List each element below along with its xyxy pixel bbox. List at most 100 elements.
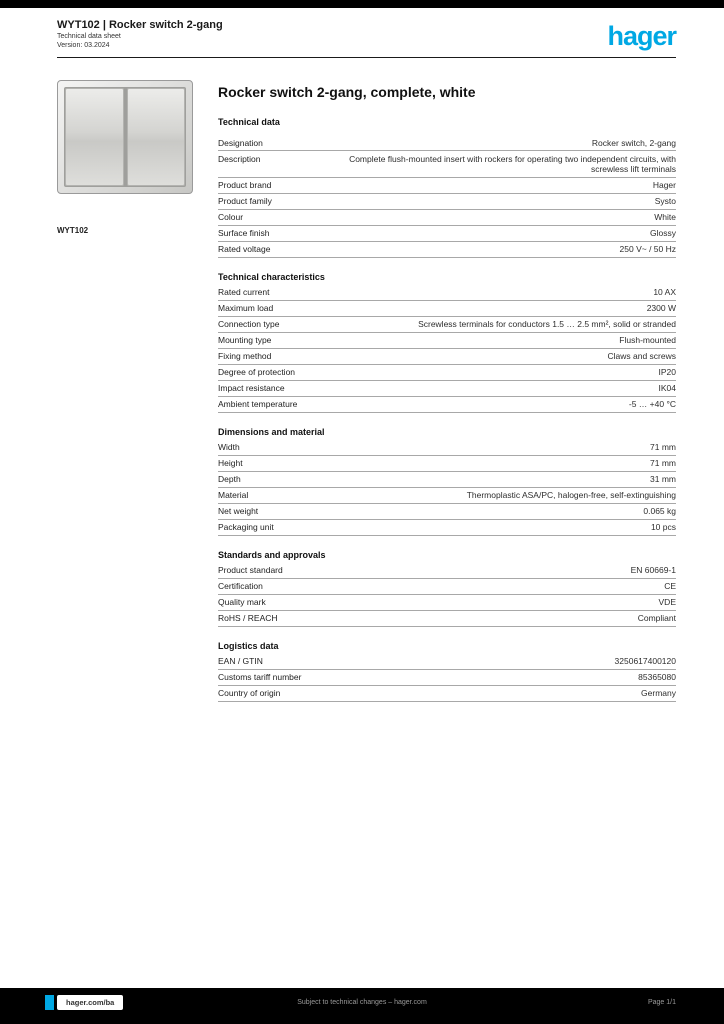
spec-row-value: 2300 W — [646, 303, 676, 313]
header-product-code: WYT102 | Rocker switch 2-gang — [57, 19, 223, 31]
spec-row: Customs tariff number 85365080 — [218, 670, 676, 686]
spec-row-value: 10 pcs — [650, 522, 676, 532]
spec-row: Width 71 mm — [218, 440, 676, 456]
spec-row-label: Impact resistance — [218, 383, 285, 393]
spec-row-value: 3250617400120 — [614, 656, 676, 666]
spec-row-value: 85365080 — [638, 672, 676, 682]
spec-row-label: Description — [218, 153, 261, 164]
product-reference: WYT102 — [57, 226, 89, 235]
spec-row-value: CE — [664, 581, 676, 591]
header-doc-type: Technical data sheet — [57, 33, 121, 40]
spec-row: Net weight 0.065 kg — [218, 504, 676, 520]
spec-row-label: Ambient temperature — [218, 399, 298, 409]
spec-row: Fixing method Claws and screws — [218, 349, 676, 365]
header-divider — [57, 57, 676, 58]
header: WYT102 | Rocker switch 2-gang Technical … — [57, 19, 676, 50]
spec-row-label: Surface finish — [218, 228, 270, 238]
spec-row-value: Hager — [652, 180, 676, 190]
switch-rockers — [64, 87, 186, 187]
spec-row-label: Country of origin — [218, 688, 281, 698]
footer-website-link[interactable]: hager.com/ba — [57, 995, 124, 1010]
datasheet-page: WYT102 | Rocker switch 2-gang Technical … — [0, 8, 724, 988]
spec-row-label: Material — [218, 490, 249, 500]
spec-row: Rated current 10 AX — [218, 285, 676, 301]
spec-row-value: VDE — [658, 597, 676, 607]
content: WYT102 Rocker switch 2-gang, complete, w… — [57, 80, 676, 978]
footer-legal-text: Subject to technical changes – hager.com — [297, 999, 427, 1006]
spec-row-label: Packaging unit — [218, 522, 274, 532]
spec-row-label: Quality mark — [218, 597, 266, 607]
spec-section-heading: Logistics data — [218, 640, 279, 651]
spec-row: Product family Systo — [218, 194, 676, 210]
product-image — [57, 80, 193, 194]
spec-row: Country of origin Germany — [218, 686, 676, 702]
footer-bar: hager.com/ba Subject to technical change… — [0, 988, 724, 1024]
spec-section-heading: Dimensions and material — [218, 426, 325, 437]
spec-row: Quality mark VDE — [218, 595, 676, 611]
spec-row-label: Height — [218, 458, 243, 468]
spec-section-heading: Standards and approvals — [218, 549, 326, 560]
spec-row-label: Fixing method — [218, 351, 272, 361]
spec-row-label: EAN / GTIN — [218, 656, 263, 666]
spec-row-value: Claws and screws — [607, 351, 677, 361]
spec-row-label: Certification — [218, 581, 263, 591]
spec-row-value: 31 mm — [650, 474, 676, 484]
spec-row-label: Colour — [218, 212, 244, 222]
spec-row-value: Flush-mounted — [619, 335, 676, 345]
spec-row-value: Systo — [654, 196, 676, 206]
spec-row: Packaging unit 10 pcs — [218, 520, 676, 536]
spec-row-label: Designation — [218, 137, 263, 148]
spec-row-value: IP20 — [658, 367, 677, 377]
spec-section-heading: Technical characteristics — [218, 271, 325, 282]
technical-data-label: Technical data — [218, 117, 280, 127]
spec-row-value: Compliant — [637, 613, 676, 623]
spec-row-value: 0.065 kg — [643, 506, 676, 516]
spec-row: Description Complete flush-mounted insert… — [218, 151, 676, 178]
hager-logo: hager — [607, 21, 677, 51]
spec-row-value: Screwless terminals for conductors 1.5 …… — [418, 319, 676, 329]
rocker-left — [65, 88, 124, 186]
spec-row-label: Customs tariff number — [218, 672, 302, 682]
spec-row-label: Rated current — [218, 287, 270, 297]
spec-row-label: Rated voltage — [218, 244, 271, 254]
spec-row-value: -5 … +40 °C — [628, 399, 676, 409]
spec-row: Product brand Hager — [218, 178, 676, 194]
spec-row-value: Germany — [641, 688, 676, 698]
spec-row-label: Product family — [218, 196, 272, 206]
spec-row-label: Connection type — [218, 319, 280, 329]
spec-row-value: 10 AX — [653, 287, 676, 297]
header-version: Version: 03.2024 — [57, 42, 110, 49]
spec-row-value: Complete flush-mounted insert with rocke… — [349, 153, 676, 175]
spec-row-label: Product brand — [218, 180, 272, 190]
product-column: WYT102 — [57, 80, 205, 235]
spec-row-value: IK04 — [658, 383, 677, 393]
spec-row-label: RoHS / REACH — [218, 613, 278, 623]
spec-column: Rocker switch 2-gang, complete, white Te… — [218, 80, 676, 716]
spec-row: Surface finish Glossy — [218, 226, 676, 242]
spec-row-value: 71 mm — [650, 442, 676, 452]
footer-brand-mark — [45, 995, 54, 1010]
spec-row: Connection type Screwless terminals for c… — [218, 317, 676, 333]
spec-row-value: Glossy — [650, 228, 676, 238]
spec-row-label: Width — [218, 442, 240, 452]
spec-row: Ambient temperature -5 … +40 °C — [218, 397, 676, 413]
spec-row: EAN / GTIN 3250617400120 — [218, 654, 676, 670]
footer-page-number: Page 1/1 — [647, 999, 676, 1006]
spec-row: RoHS / REACH Compliant — [218, 611, 676, 627]
spec-row-label: Net weight — [218, 506, 259, 516]
